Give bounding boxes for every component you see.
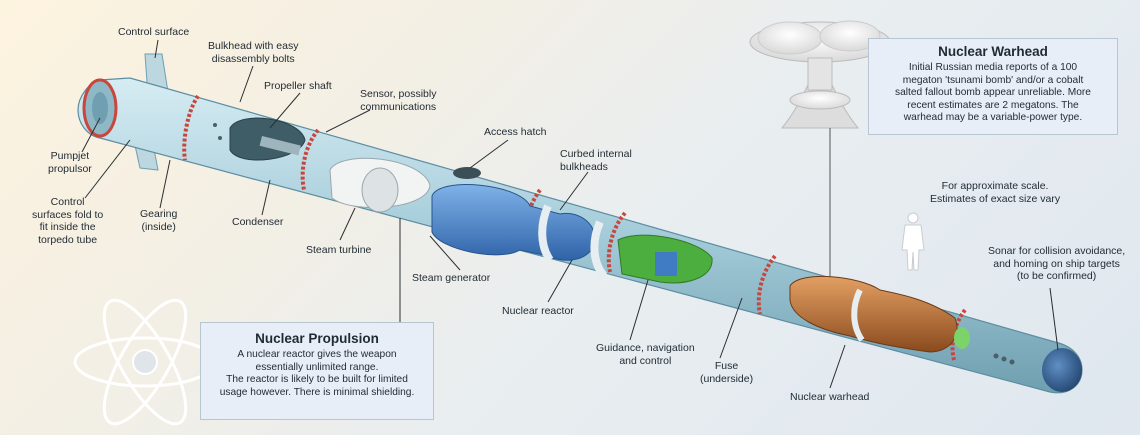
nuclear-warhead-box: Nuclear Warhead Initial Russian media re… — [868, 38, 1118, 135]
label-control-surface: Control surface — [118, 26, 190, 38]
nuclear-propulsion-box: Nuclear Propulsion A nuclear reactor giv… — [200, 322, 434, 420]
label-steam-turbine: Steam turbine — [306, 244, 372, 256]
label-scale: For approximate scale. Estimates of exac… — [930, 180, 1061, 205]
nuclear-propulsion-text: A nuclear reactor gives the weapon essen… — [219, 349, 415, 398]
label-access-hatch: Access hatch — [484, 126, 547, 138]
nuclear-warhead-title: Nuclear Warhead — [938, 44, 1048, 59]
label-sonar: Sonar for collision avoidance, and homin… — [988, 245, 1126, 282]
label-control-fold: Control surfaces fold to fit inside the … — [32, 196, 104, 246]
label-bulkhead-bolts: Bulkhead with easy disassembly bolts — [208, 40, 299, 65]
mushroom-cloud-icon — [749, 20, 891, 290]
label-pumpjet: Pumpjet propulsor — [48, 150, 92, 175]
label-nuclear-reactor: Nuclear reactor — [502, 305, 574, 317]
label-curbed-bulkheads: Curbed internal bulkheads — [560, 148, 632, 173]
leader-lines — [81, 39, 1059, 389]
torpedo-body — [77, 53, 1083, 394]
label-fuse: Fuse (underside) — [700, 360, 754, 385]
label-propeller-shaft: Propeller shaft — [264, 80, 332, 92]
human-scale-figure-icon — [901, 212, 925, 271]
label-guidance: Guidance, navigation and control — [596, 342, 695, 367]
label-steam-generator: Steam generator — [412, 272, 491, 284]
nuclear-propulsion-title: Nuclear Propulsion — [255, 331, 379, 346]
label-nuclear-warhead: Nuclear warhead — [790, 391, 870, 403]
atom-icon — [73, 298, 217, 426]
label-gearing: Gearing (inside) — [140, 208, 178, 233]
nuclear-warhead-text: Initial Russian media reports of a 100 m… — [895, 62, 1091, 124]
label-condenser: Condenser — [232, 216, 284, 228]
label-sensor: Sensor, possibly communications — [360, 88, 437, 113]
